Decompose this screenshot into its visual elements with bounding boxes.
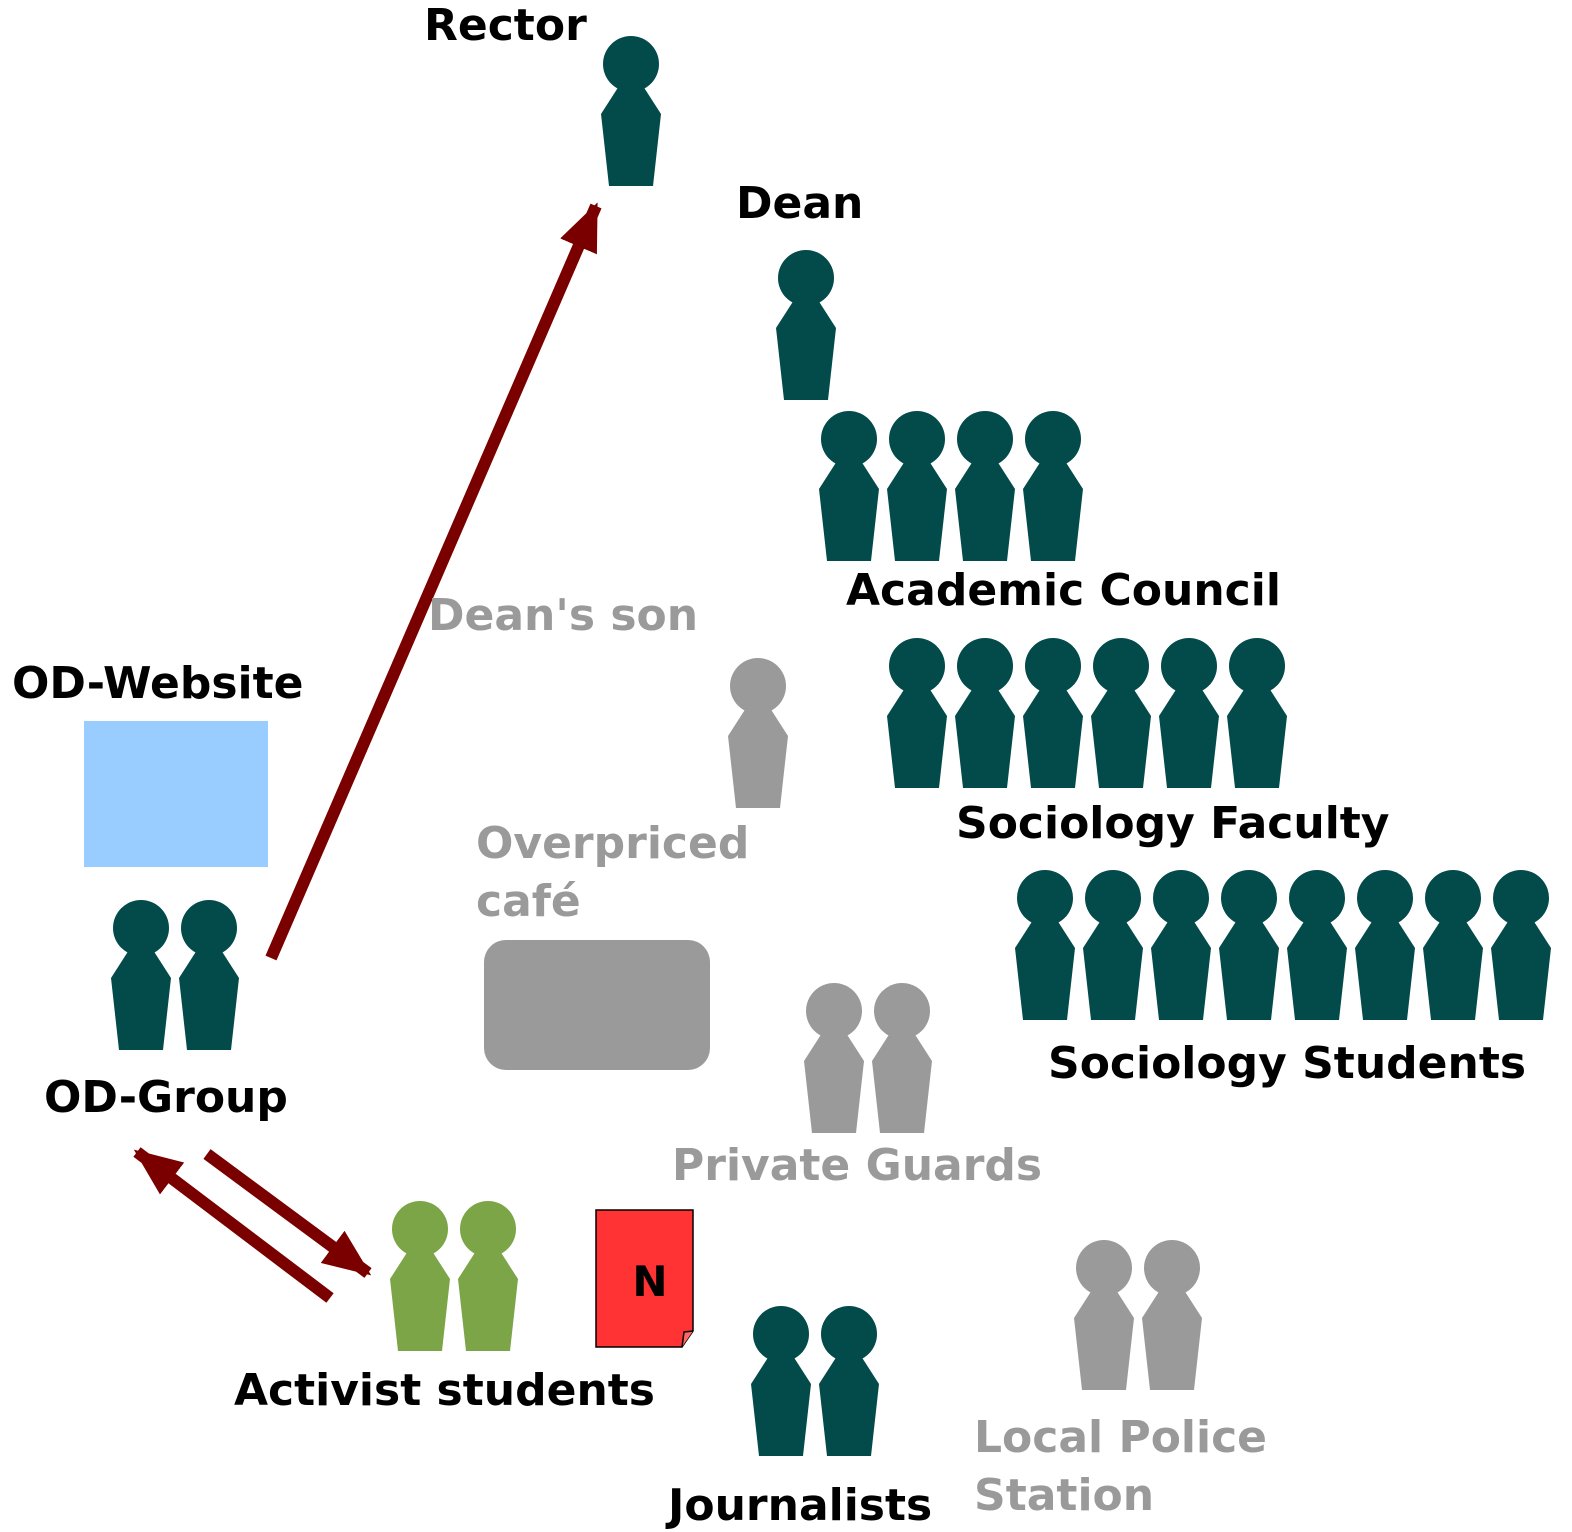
group-sociology-students [1015,870,1551,1020]
overpriced-cafe-box [484,940,710,1070]
person-icon [1083,870,1143,1020]
people-groups [111,36,1551,1456]
group-rector [601,36,661,186]
label-local-police-line1: Local Police [974,1412,1267,1463]
person-icon [1355,870,1415,1020]
person-icon [1023,411,1083,561]
person-icon [1287,870,1347,1020]
group-od-group [111,900,239,1050]
arrow-activists-to-od-group [133,1147,334,1303]
person-icon [1142,1240,1202,1390]
arrow-od-group-to-rector [265,202,602,961]
person-icon [1227,638,1287,788]
group-dean [776,250,836,400]
label-journalists: Journalists [665,1480,932,1531]
person-icon [1423,870,1483,1020]
person-icon [1015,870,1075,1020]
person-icon [390,1201,450,1351]
person-icon [955,411,1015,561]
label-sociology-students: Sociology Students [1048,1038,1526,1089]
person-icon [887,638,947,788]
label-rector: Rector [424,0,587,51]
person-icon [804,983,864,1133]
person-icon [111,900,171,1050]
label-dean: Dean [736,178,863,229]
label-overpriced-cafe-line1: Overpriced [476,818,749,869]
person-icon [819,1306,879,1456]
person-icon [1023,638,1083,788]
group-activist-students [390,1201,518,1351]
newspaper-letter: N [632,1257,667,1306]
label-activist-students: Activist students [234,1365,655,1416]
label-local-police-line2: Station [974,1470,1154,1521]
group-deans-son [728,658,788,808]
person-icon [887,411,947,561]
person-icon [1159,638,1219,788]
person-icon [1074,1240,1134,1390]
person-icon [728,658,788,808]
person-icon [601,36,661,186]
group-academic-council [819,411,1083,561]
person-icon [458,1201,518,1351]
group-private-guards [804,983,932,1133]
label-od-group: OD-Group [44,1072,288,1123]
labels: Rector Dean Academic Council Dean's son … [12,0,1526,1531]
od-website-box [84,721,268,867]
label-overpriced-cafe-line2: café [476,876,581,927]
person-icon [1091,638,1151,788]
arrows [133,202,602,1303]
newspaper-icon: N [595,1209,694,1348]
group-journalists [751,1306,879,1456]
label-private-guards: Private Guards [672,1140,1042,1191]
person-icon [872,983,932,1133]
person-icon [1219,870,1279,1020]
label-academic-council: Academic Council [846,565,1281,616]
label-deans-son: Dean's son [428,590,698,641]
person-icon [1491,870,1551,1020]
label-od-website: OD-Website [12,658,303,709]
person-icon [819,411,879,561]
arrow-od-group-to-activists [203,1149,372,1278]
person-icon [1151,870,1211,1020]
person-icon [179,900,239,1050]
group-local-police [1074,1240,1202,1390]
group-sociology-faculty [887,638,1287,788]
label-sociology-faculty: Sociology Faculty [956,798,1390,849]
person-icon [776,250,836,400]
person-icon [751,1306,811,1456]
person-icon [955,638,1015,788]
